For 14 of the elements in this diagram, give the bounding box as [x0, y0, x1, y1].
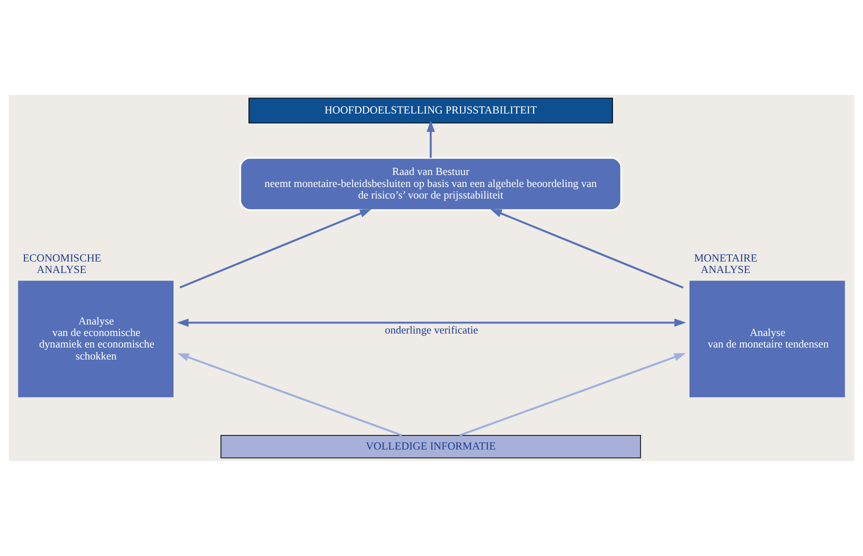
- arrow: [490, 208, 684, 289]
- node-box: Analyse van de economische dynamiek en economische schokken: [18, 280, 174, 398]
- arrow: [180, 208, 372, 288]
- arrow: [459, 353, 686, 436]
- node-box: HOOFDDOELSTELLING PRIJSSTABILITEIT: [248, 98, 613, 124]
- arrow: [176, 318, 686, 327]
- node-box: Analyse van de monetaire tendensen: [689, 280, 845, 398]
- arrow: [426, 120, 435, 158]
- edge-label: onderlinge verificatie: [384, 324, 478, 337]
- arrow: [177, 353, 402, 436]
- node-label: MONETAIRE ANALYSE: [694, 252, 758, 276]
- node-box: Raad van Bestuur neemt monetaire-beleidsbesluiten op basis van een algehele beoordeling van de risico’s’ voor de prijsstabiliteit: [240, 157, 622, 211]
- node-label: ECONOMISCHE ANALYSE: [22, 252, 102, 276]
- node-box: VOLLEDIGE INFORMATIE: [220, 434, 641, 458]
